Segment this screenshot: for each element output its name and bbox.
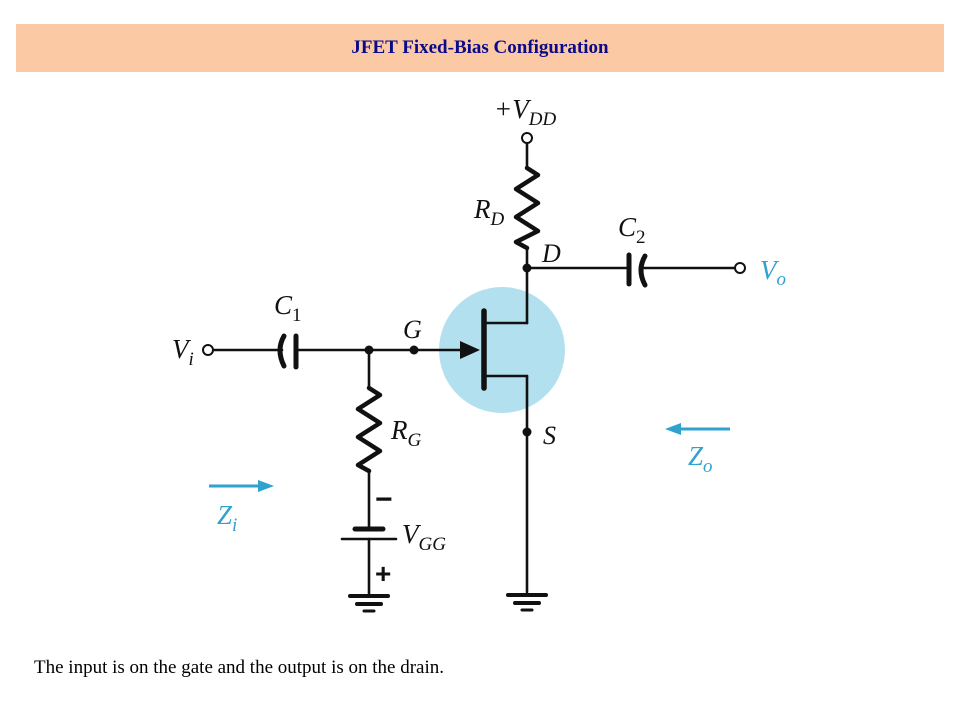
vi-terminal <box>202 344 214 356</box>
drain-node <box>522 263 532 273</box>
vgg-label: VGG <box>402 519 446 555</box>
source-label: S <box>543 421 556 450</box>
drain-label: D <box>541 239 561 268</box>
vdd-label: +VDD <box>494 94 556 130</box>
c2-plate-right <box>638 253 648 288</box>
title-bar: JFET Fixed-Bias Configuration <box>16 24 944 72</box>
zo-label: Zo <box>688 441 713 477</box>
vi-label: Vi <box>172 334 194 370</box>
rd-resistor <box>513 165 541 251</box>
zi-arrow-head <box>258 480 274 492</box>
vgg-minus-sign: − <box>375 483 393 516</box>
vdd-terminal <box>521 132 533 144</box>
vo-label: Vo <box>760 255 786 290</box>
gate-node <box>409 345 419 355</box>
rg-label: RG <box>390 415 422 451</box>
gate-label: G <box>403 315 422 344</box>
circuit-diagram: +VDD RD D C2 Vo C1 G Vi RG S Zo Zi − VGG… <box>172 94 786 613</box>
rg-node <box>364 345 374 355</box>
caption-text: The input is on the gate and the output … <box>34 657 445 678</box>
page-title: JFET Fixed-Bias Configuration <box>351 37 609 58</box>
vgg-plus-sign: + <box>375 558 391 589</box>
c1-label: C1 <box>274 290 302 326</box>
zi-label: Zi <box>217 500 237 536</box>
rg-resistor <box>355 385 383 474</box>
source-node <box>522 427 532 437</box>
c1-plate-left <box>277 333 287 369</box>
gate-arrow <box>460 341 480 359</box>
vo-terminal <box>734 262 746 274</box>
rd-label: RD <box>473 194 505 230</box>
c2-label: C2 <box>618 212 646 248</box>
zo-arrow-head <box>665 423 681 435</box>
jfet-highlight <box>439 287 565 413</box>
